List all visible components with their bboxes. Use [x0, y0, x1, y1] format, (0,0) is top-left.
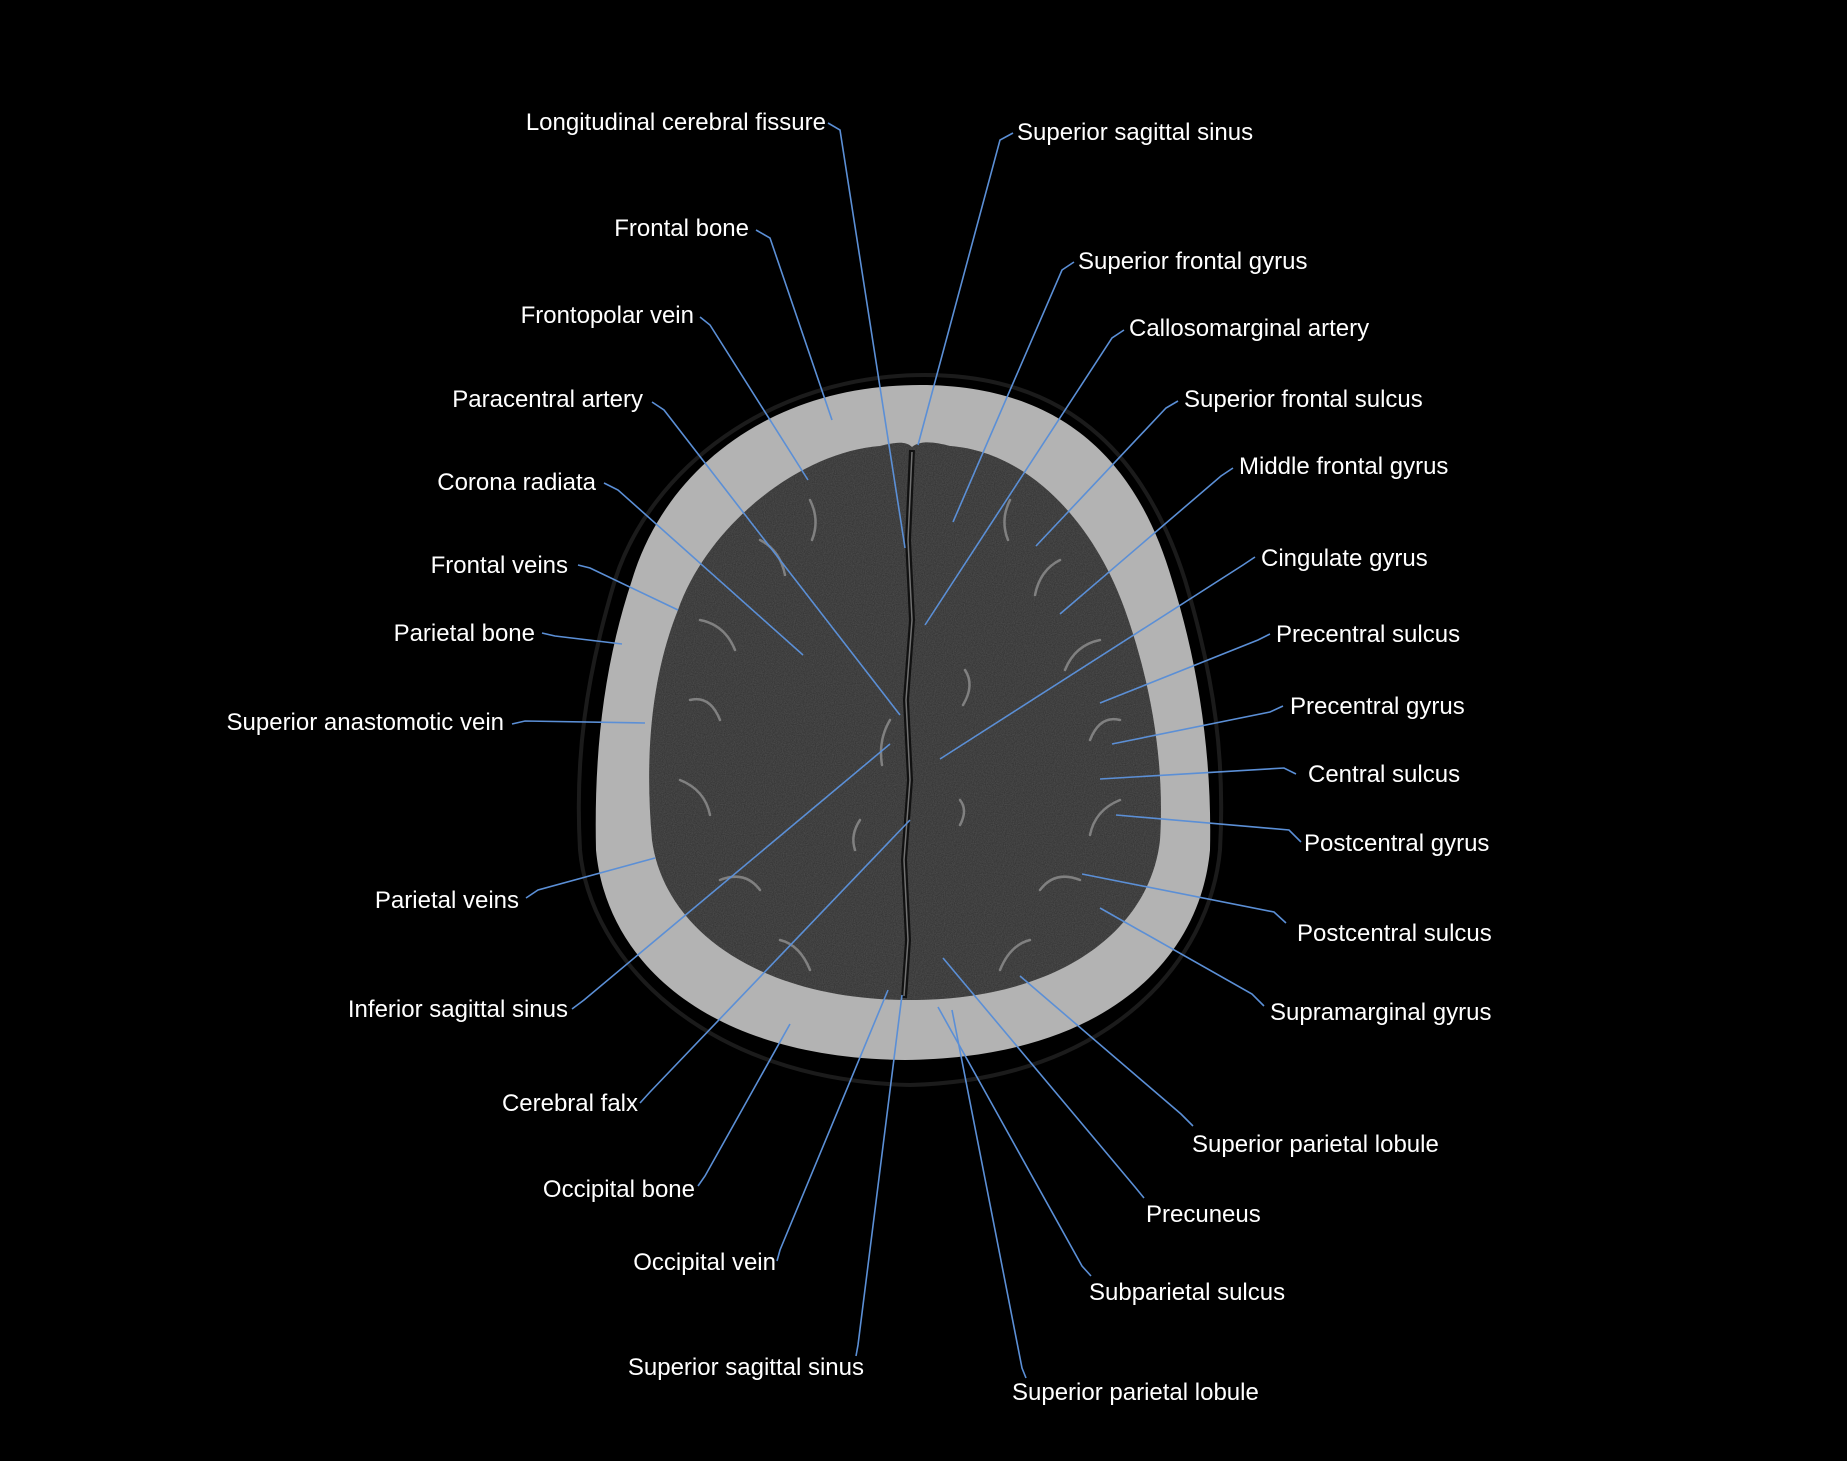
leader-superior-parietal-lobule-lower	[951, 1009, 1027, 1379]
label-postcentral-gyrus: Postcentral gyrus	[1304, 830, 1490, 857]
label-superior-frontal-gyrus: Superior frontal gyrus	[1078, 248, 1308, 275]
label-supramarginal-gyrus: Supramarginal gyrus	[1270, 999, 1492, 1026]
sulci-vessels	[678, 498, 1122, 972]
label-central-sulcus: Central sulcus	[1308, 761, 1461, 788]
leader-central-sulcus	[1099, 767, 1297, 780]
leader-superior-sagittal-sinus-bottom	[855, 994, 903, 1357]
leader-occipital-bone	[697, 1023, 791, 1187]
label-cerebral-falx: Cerebral falx	[501, 1090, 638, 1117]
label-superior-anastomotic-vein: Superior anastomotic vein	[226, 709, 504, 736]
label-superior-sagittal-sinus-top: Superior sagittal sinus	[1017, 119, 1254, 146]
label-callosomarginal-artery: Callosomarginal artery	[1129, 315, 1370, 342]
leader-frontal-bone	[755, 229, 833, 421]
label-frontal-veins: Frontal veins	[430, 552, 568, 579]
leader-cingulate-gyrus	[939, 556, 1256, 760]
label-superior-parietal-lobule-upper: Superior parietal lobule	[1192, 1131, 1439, 1158]
leader-superior-frontal-sulcus	[1035, 400, 1179, 547]
label-middle-frontal-gyrus: Middle frontal gyrus	[1239, 453, 1449, 480]
leader-frontopolar-vein	[699, 316, 809, 481]
label-occipital-bone: Occipital bone	[542, 1176, 695, 1203]
label-paracentral-artery: Paracentral artery	[452, 386, 643, 413]
leader-postcentral-sulcus	[1081, 873, 1287, 924]
leader-callosomarginal-artery	[924, 329, 1125, 626]
label-precentral-gyrus: Precentral gyrus	[1290, 693, 1465, 720]
label-parietal-bone: Parietal bone	[393, 620, 535, 647]
leader-frontal-veins	[577, 564, 679, 611]
leader-paracentral-artery	[651, 401, 901, 716]
leader-subparietal-sulcus	[937, 1006, 1092, 1277]
leader-inferior-sagittal-sinus	[571, 743, 891, 1010]
label-precuneus: Precuneus	[1146, 1201, 1261, 1228]
leader-occipital-vein	[776, 989, 889, 1262]
label-inferior-sagittal-sinus: Inferior sagittal sinus	[347, 996, 568, 1023]
label-superior-sagittal-sinus-bottom: Superior sagittal sinus	[627, 1354, 864, 1381]
leader-longitudinal-cerebral-fissure	[827, 122, 906, 549]
leader-supramarginal-gyrus	[1099, 907, 1265, 1007]
leader-superior-frontal-gyrus	[952, 261, 1075, 523]
label-superior-frontal-sulcus: Superior frontal sulcus	[1184, 386, 1423, 413]
leader-lines	[511, 122, 1302, 1379]
label-frontal-bone: Frontal bone	[614, 215, 749, 242]
leader-precentral-sulcus	[1099, 633, 1271, 704]
leader-postcentral-gyrus	[1115, 814, 1302, 843]
leader-precuneus	[942, 957, 1145, 1199]
label-postcentral-sulcus: Postcentral sulcus	[1297, 920, 1492, 947]
leader-superior-sagittal-sinus-top	[917, 132, 1014, 446]
leader-parietal-veins	[525, 857, 656, 899]
label-longitudinal-cerebral-fissure: Longitudinal cerebral fissure	[525, 109, 826, 136]
label-occipital-vein: Occipital vein	[633, 1249, 776, 1276]
label-subparietal-sulcus: Subparietal sulcus	[1089, 1279, 1286, 1306]
label-superior-parietal-lobule-lower: Superior parietal lobule	[1012, 1379, 1259, 1406]
leader-parietal-bone	[541, 632, 623, 645]
leader-precentral-gyrus	[1111, 705, 1284, 745]
falx-highlight	[903, 451, 913, 997]
scalp-outline	[576, 372, 1224, 1088]
leader-superior-anastomotic-vein	[511, 720, 646, 725]
label-cingulate-gyrus: Cingulate gyrus	[1261, 545, 1428, 572]
label-corona-radiata: Corona radiata	[437, 469, 596, 496]
leader-corona-radiata	[603, 482, 804, 656]
leader-superior-parietal-lobule-upper	[1019, 975, 1194, 1127]
label-precentral-sulcus: Precentral sulcus	[1276, 621, 1461, 648]
leader-middle-frontal-gyrus	[1059, 467, 1234, 615]
label-frontopolar-vein: Frontopolar vein	[520, 302, 694, 329]
label-parietal-veins: Parietal veins	[374, 887, 519, 914]
leader-cerebral-falx	[639, 819, 911, 1104]
